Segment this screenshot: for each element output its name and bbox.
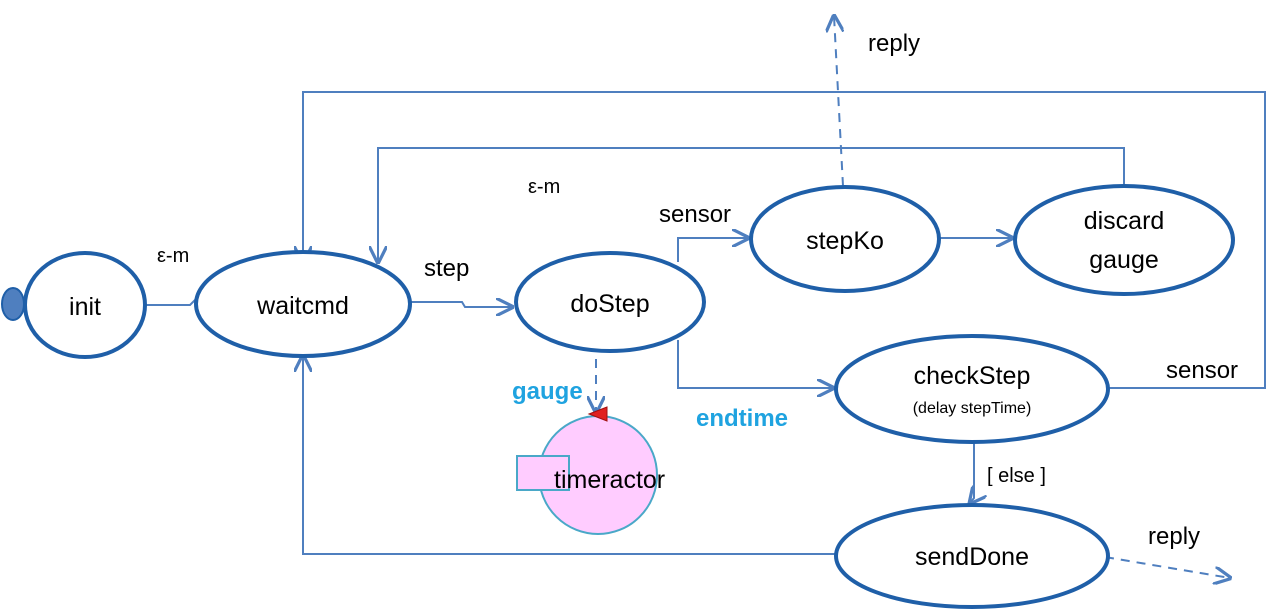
state-waitcmd: [194, 250, 412, 358]
edge-checkstep-waitcmd: [303, 91, 1266, 389]
timeractor-port-icon: [516, 455, 570, 491]
label-waitcmd: waitcmd: [256, 292, 349, 320]
label-reply-top: reply: [868, 30, 920, 57]
state-stepko: [749, 185, 941, 293]
label-checkstep: checkStep: [914, 362, 1031, 390]
label-reply-bottom: reply: [1148, 523, 1200, 550]
label-eps-init: ε-m: [157, 245, 189, 267]
label-stepko: stepKo: [806, 227, 884, 255]
label-senddone: sendDone: [915, 543, 1029, 571]
start-marker: [1, 287, 25, 321]
label-timeractor: timeractor: [554, 466, 665, 494]
state-discard-gauge: [1013, 184, 1235, 296]
edge-dostep-stepko: [677, 238, 748, 262]
label-init: init: [69, 293, 101, 321]
edge-dostep-checkstep: [677, 340, 833, 388]
edge-senddone-waitcmd: [303, 356, 835, 555]
state-dostep: [514, 251, 706, 353]
edge-senddone-reply: [1104, 556, 1230, 578]
label-step: step: [424, 255, 469, 282]
label-eps-loop: ε-m: [528, 176, 560, 198]
label-gauge-msg: gauge: [512, 378, 583, 405]
label-sensor-checkstep: sensor: [1166, 357, 1238, 384]
label-discard-line1: discard: [1084, 207, 1165, 235]
label-checkstep-sub: (delay stepTime): [913, 400, 1032, 417]
edge-checkstep-senddone: [970, 442, 974, 503]
label-endtime-msg: endtime: [696, 405, 788, 432]
edge-init-waitcmd: [145, 299, 196, 306]
state-senddone: [834, 503, 1110, 609]
label-else: [ else ]: [987, 465, 1046, 487]
state-checkstep: [834, 334, 1110, 444]
label-sensor-dostep: sensor: [659, 201, 731, 228]
state-init: [23, 251, 147, 359]
edge-waitcmd-dostep: [410, 302, 512, 307]
label-discard-line2: gauge: [1089, 246, 1159, 274]
event-marker-icon: [587, 406, 608, 422]
edge-discard-waitcmd: [378, 147, 1125, 262]
edge-stepko-reply: [834, 16, 844, 187]
label-dostep: doStep: [570, 290, 649, 318]
